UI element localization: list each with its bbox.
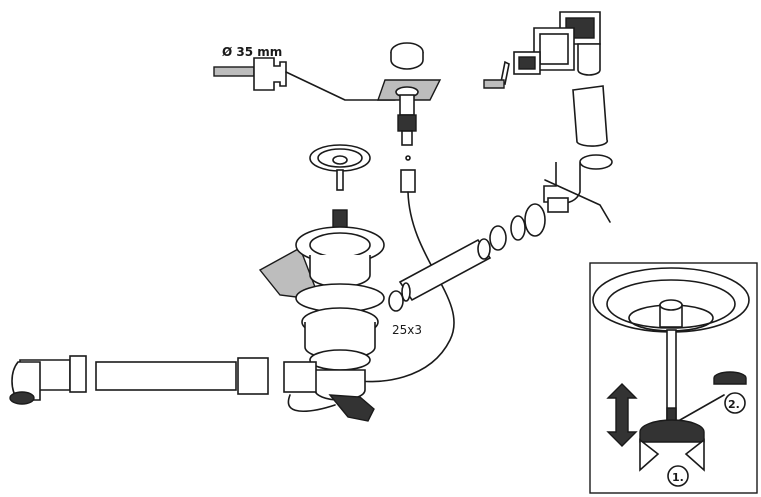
overflow-push-button: [349, 42, 455, 383]
step-1-label: 1.: [672, 471, 684, 484]
drain-body: [258, 226, 385, 422]
overflow-pipe: 25x3: [388, 203, 546, 337]
overflow-housing: [483, 11, 613, 223]
basket-adjustment-inset: 2. 1.: [589, 262, 758, 494]
outlet-pipe: [9, 355, 317, 405]
strainer-basket: [309, 144, 371, 229]
hole-size-callout: Ø 35 mm: [213, 45, 396, 101]
diameter-label: Ø 35 mm: [222, 45, 282, 59]
seal-size-label: 25x3: [392, 323, 422, 337]
step-2-label: 2.: [728, 398, 740, 411]
